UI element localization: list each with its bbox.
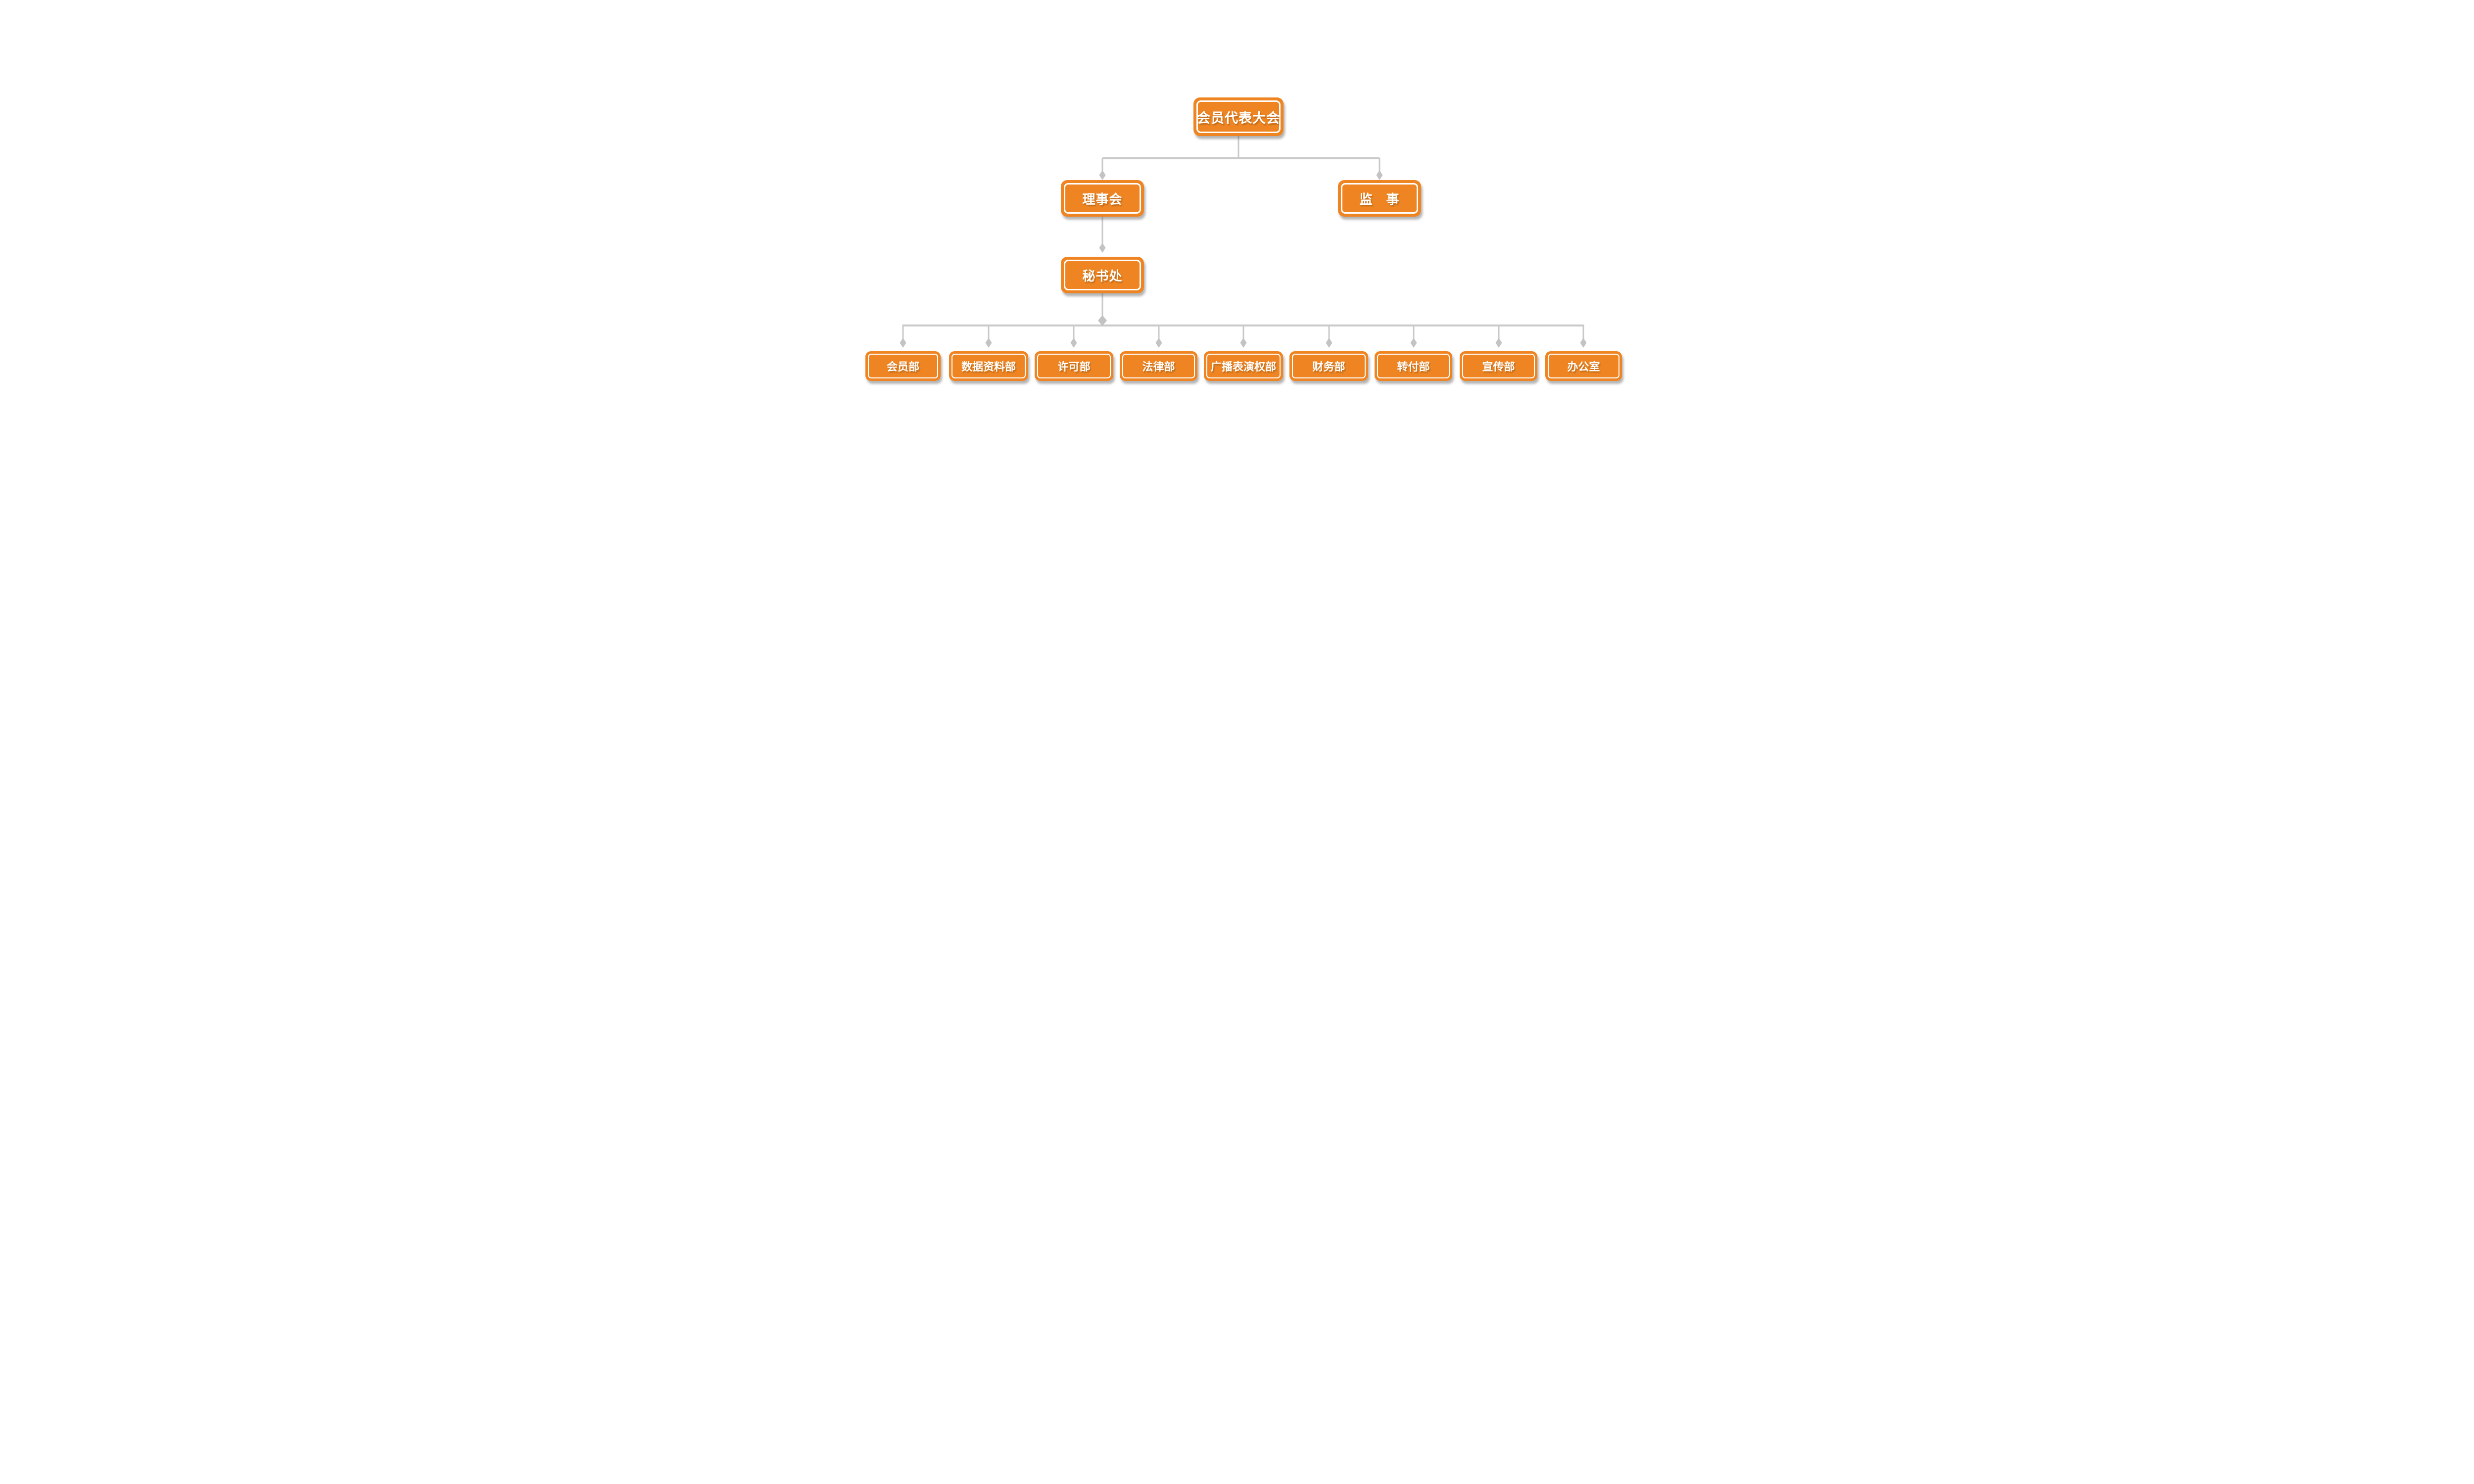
connector-lines xyxy=(900,136,1587,348)
org-node-supervisor: 监 事 xyxy=(1338,180,1421,217)
org-node-licensing-dept: 许可部 xyxy=(1035,351,1113,381)
org-node-label: 会员代表大会 xyxy=(1197,110,1280,126)
org-node-label: 理事会 xyxy=(1082,191,1123,207)
connector-top-tree xyxy=(1101,136,1380,316)
org-node-office: 办公室 xyxy=(1545,351,1622,381)
org-node-label: 广播表演权部 xyxy=(1210,361,1276,373)
connector-department-rail xyxy=(902,325,1584,339)
org-node-membership-dept: 会员部 xyxy=(865,351,941,381)
org-node-label: 宣传部 xyxy=(1482,361,1515,373)
org-node-transfer-payment-dept: 转付部 xyxy=(1375,351,1452,381)
org-chart-canvas: 会员代表大会 理事会 监 事 秘书处 会员部 数据资料部 许可部 法律部 广播表… xyxy=(841,0,1633,445)
org-node-secretariat: 秘书处 xyxy=(1061,257,1144,293)
org-node-broadcast-performance-rights-dept: 广播表演权部 xyxy=(1204,351,1283,381)
diamond-arrowheads xyxy=(900,170,1587,348)
org-node-label: 监 事 xyxy=(1359,191,1400,207)
org-node-label: 数据资料部 xyxy=(961,361,1016,373)
org-node-label: 财务部 xyxy=(1312,361,1345,373)
org-node-council: 理事会 xyxy=(1061,180,1144,217)
org-node-member-assembly: 会员代表大会 xyxy=(1193,97,1284,136)
org-node-label: 转付部 xyxy=(1397,361,1430,373)
org-node-label: 法律部 xyxy=(1142,361,1175,373)
org-node-label: 办公室 xyxy=(1567,361,1600,373)
org-node-label: 秘书处 xyxy=(1082,268,1123,283)
org-node-data-resources-dept: 数据资料部 xyxy=(949,351,1028,381)
org-node-legal-dept: 法律部 xyxy=(1120,351,1197,381)
org-node-label: 会员部 xyxy=(886,361,919,373)
org-node-finance-dept: 财务部 xyxy=(1289,351,1368,381)
org-node-label: 许可部 xyxy=(1057,361,1091,373)
org-node-publicity-dept: 宣传部 xyxy=(1460,351,1537,381)
